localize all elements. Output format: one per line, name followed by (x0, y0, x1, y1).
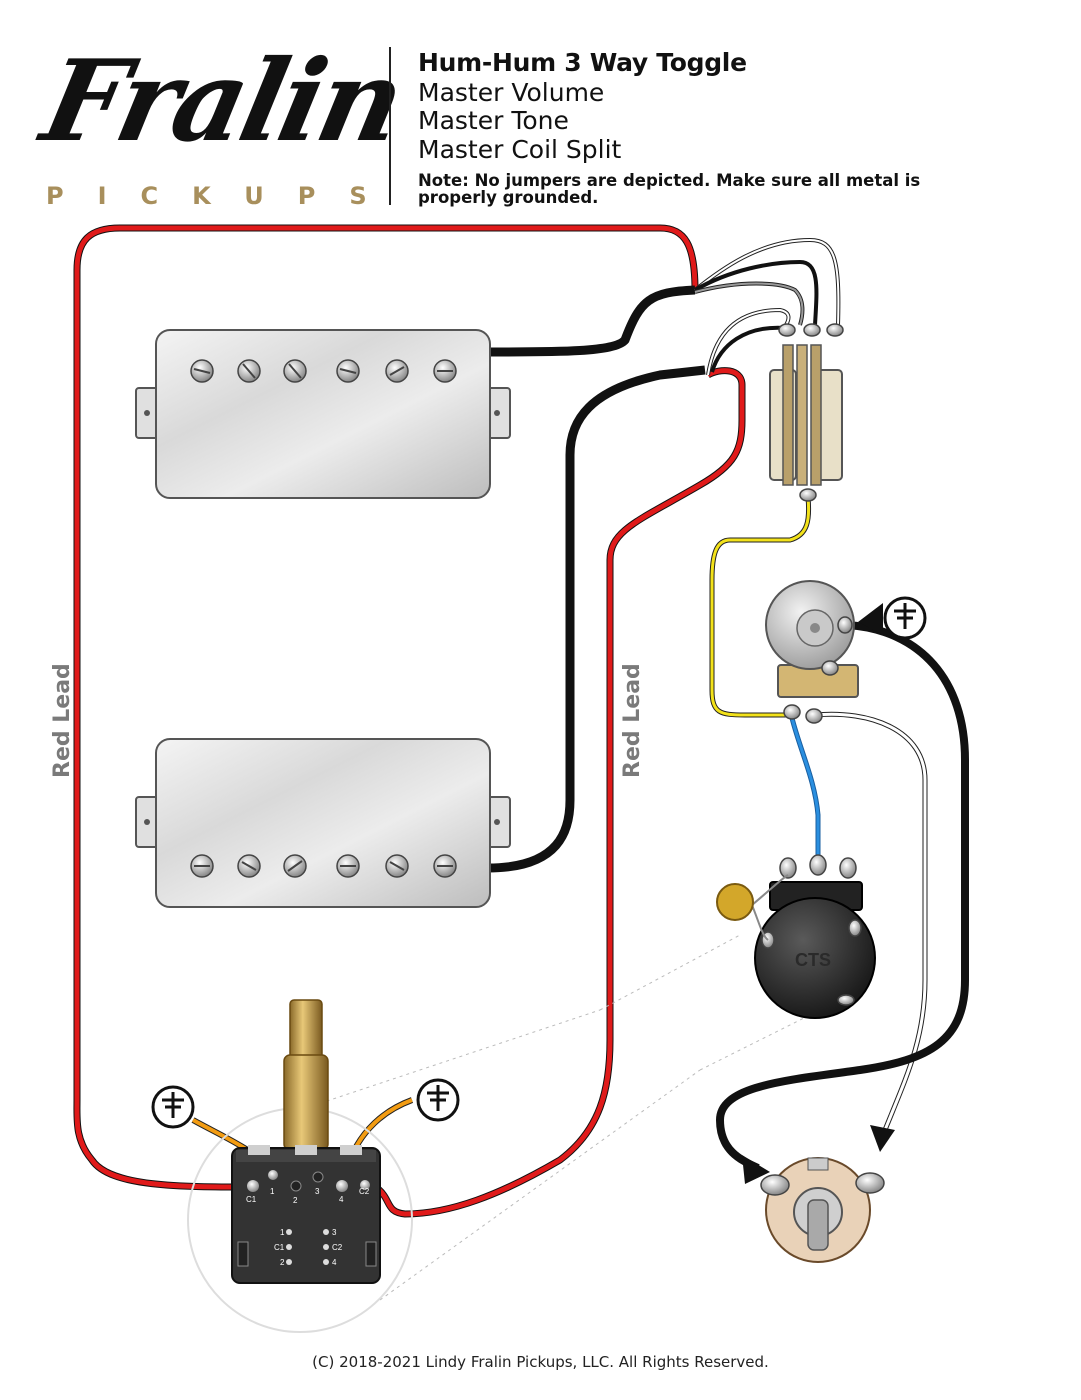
switch-label-c1-top: C1 (246, 1195, 257, 1204)
brand-logo-script: Fralin (32, 36, 412, 167)
coil-split-wire-black-1 (694, 259, 819, 326)
diagram-title: Hum-Hum 3 Way Toggle (418, 48, 747, 77)
black-ground-wire (715, 621, 969, 1172)
switch-label-1-top: 1 (270, 1187, 275, 1196)
switch-label-left-1: 1 (280, 1228, 285, 1237)
switch-label-left-2: 2 (280, 1258, 285, 1267)
diagram-subtitle-coil-split: Master Coil Split (418, 135, 622, 164)
black-wire-arrow (742, 1155, 770, 1184)
copyright-footer: (C) 2018-2021 Lindy Fralin Pickups, LLC.… (312, 1353, 769, 1371)
output-jack (760, 1157, 885, 1263)
switch-label-2-top: 2 (293, 1196, 298, 1205)
diagram-subtitle-tone: Master Tone (418, 106, 569, 135)
tone-capacitor (716, 874, 789, 941)
tone-pot-brand: CTS (795, 950, 831, 970)
white-wire-arrow (870, 1125, 895, 1152)
neck-black-wire (487, 285, 696, 357)
coil-split-wire-white-2 (706, 307, 791, 376)
red-lead-label-right: Red Lead (620, 663, 645, 778)
switch-guide-lines (299, 1009, 701, 1301)
ground-symbol-icon (883, 596, 927, 640)
switch-label-left-c1: C1 (274, 1243, 285, 1252)
ground-symbol-icon (151, 1085, 195, 1129)
brand-logo-subtitle: PICKUPS (46, 182, 401, 210)
bridge-humbucker-pickup (135, 738, 511, 908)
switch-label-c2-top: C2 (359, 1187, 370, 1196)
switch-label-4-top: 4 (339, 1195, 344, 1204)
switch-label-3-top: 3 (315, 1187, 320, 1196)
ground-symbol-icon (416, 1078, 460, 1122)
header-divider (389, 47, 391, 205)
volume-pot (765, 580, 859, 724)
coil-split-wire-grey-1 (694, 281, 805, 326)
volume-ground-arrow (858, 603, 883, 635)
bridge-black-wire (487, 365, 706, 873)
switch-label-right-3: 3 (332, 1228, 337, 1237)
tone-pot: CTS (754, 854, 876, 1019)
tone-guide-lines (599, 934, 821, 1071)
bridge-pole-screws (190, 854, 457, 878)
neck-humbucker-pickup (135, 329, 511, 499)
coil-split-switch: C1 1 2 3 4 C2 1 C1 2 3 C2 4 (187, 999, 413, 1333)
grounding-note: Note: No jumpers are depicted. Make sure… (418, 171, 921, 207)
diagram-subtitle-volume: Master Volume (418, 78, 605, 107)
switch-label-right-c2: C2 (332, 1243, 343, 1252)
coil-split-wire-black-2 (710, 325, 787, 373)
three-way-toggle-switch (769, 323, 844, 502)
neck-pole-screws (190, 359, 457, 383)
switch-label-right-4: 4 (332, 1258, 337, 1267)
red-lead-label-left: Red Lead (50, 663, 75, 778)
